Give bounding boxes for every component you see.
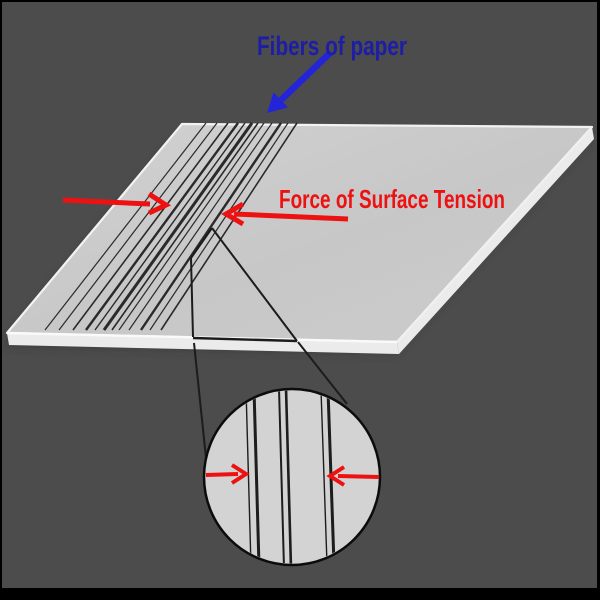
magnified-fiber-line: [320, 390, 328, 564]
fiber-line: [149, 122, 289, 331]
force-arrow-left: [62, 191, 172, 216]
force-arrow-left-shaft: [62, 197, 151, 207]
frame-left: [0, 0, 2, 600]
paper-front-edge-face: [7, 333, 399, 354]
fibers-pointer-head: [267, 92, 288, 113]
magnified-fiber-line: [245, 390, 252, 564]
lens-arrow-left: [205, 463, 250, 485]
frame-right: [597, 0, 600, 600]
lens-arrow-right: [326, 465, 380, 487]
fibers-pointer-arrow: [267, 49, 334, 113]
cone-left-leg: [189, 227, 213, 338]
lens-arrow-left-head: [230, 463, 250, 485]
cone-base: [192, 336, 298, 343]
magnified-fiber-line: [252, 390, 261, 564]
fiber-line: [128, 122, 273, 331]
magnified-fiber-line: [284, 390, 293, 564]
force-arrow-left-head: [147, 191, 172, 216]
fiber-line: [44, 122, 207, 331]
magnifier-circle: [202, 387, 382, 567]
fiber-line: [118, 122, 265, 331]
cone-connector-right: [297, 341, 348, 405]
paper-right-bevel-highlight: [396, 126, 593, 343]
lens-arrow-right-shaft: [337, 474, 380, 479]
fiber-line: [94, 122, 246, 331]
magnifier-cone: [189, 227, 348, 459]
force-label: Force of Surface Tension: [279, 184, 505, 214]
paper-right-edge-face: [397, 127, 594, 354]
fiber-line: [160, 122, 298, 331]
fiber-line: [72, 122, 229, 331]
fiber-line: [58, 122, 218, 331]
force-arrow-right: [221, 201, 349, 227]
fiber-line: [140, 122, 282, 331]
fiber-line: [85, 122, 239, 331]
fiber-band: [44, 122, 298, 331]
force-arrow-right-shaft: [233, 211, 349, 222]
cone-connector-left: [193, 342, 207, 459]
fibers-pointer-shaft: [278, 49, 334, 103]
lens-arrow-left-shaft: [205, 472, 239, 477]
force-arrow-right-head: [221, 201, 245, 227]
frame-bottom: [0, 588, 600, 600]
frame-top: [0, 0, 600, 2]
fiber-line: [111, 122, 259, 331]
magnified-fiber-line: [278, 390, 285, 564]
fibers-label: Fibers of paper: [257, 31, 407, 61]
fiber-line: [102, 122, 254, 331]
cone-right-leg: [211, 227, 298, 342]
lens-arrow-right-head: [326, 465, 346, 487]
